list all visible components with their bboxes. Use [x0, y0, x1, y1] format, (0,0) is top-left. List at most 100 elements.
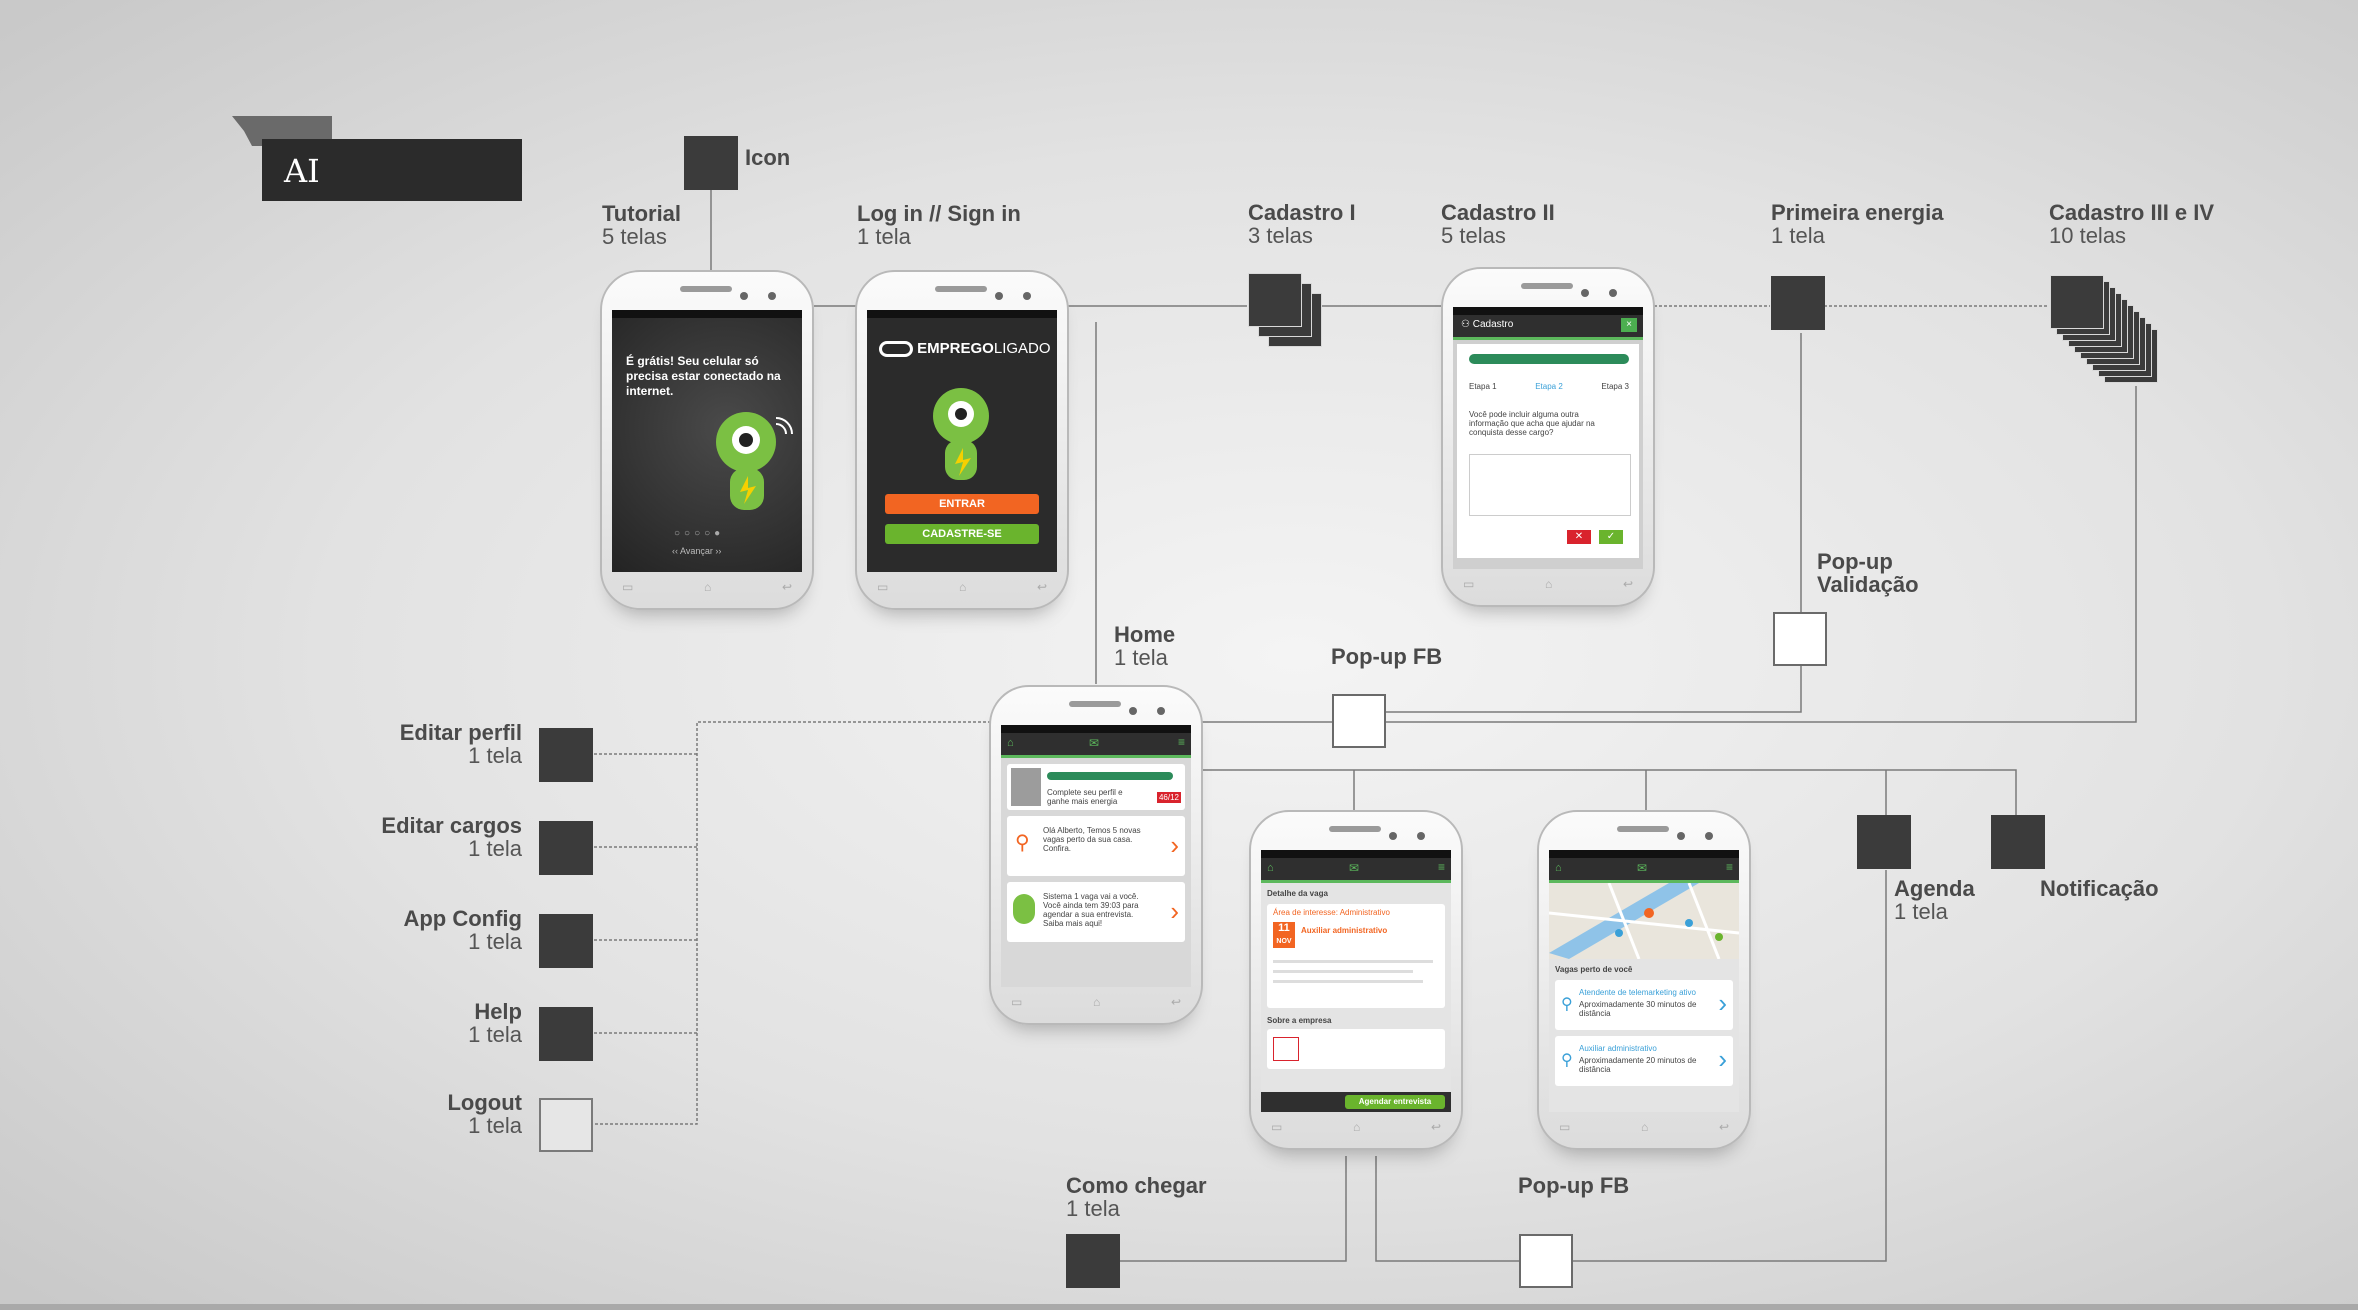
page-title: AI [284, 152, 320, 190]
popup-validacao-node[interactable] [1773, 612, 1827, 666]
popup-fb-top-node[interactable] [1332, 694, 1386, 748]
phone-mapa[interactable]: ⌂ ✉ ≡ Vagas perto de você ⚲ Atendente de… [1537, 810, 1751, 1150]
title-box: AI [262, 139, 522, 201]
interview-card[interactable]: Sistema 1 vaga vai a você. Você ainda te… [1007, 882, 1185, 942]
phone-home[interactable]: ⌂ ✉ ≡ Complete seu perfil e ganhe mais e… [989, 685, 1203, 1025]
connector-cadastro34-home [1386, 386, 2137, 723]
help-node[interactable] [539, 1007, 593, 1061]
jobs-card-text: Olá Alberto, Temos 5 novas vagas perto d… [1043, 826, 1141, 853]
connector-home-right [1201, 769, 2017, 815]
phone-detalhe-vaga[interactable]: ⌂ ✉ ≡ Detalhe da vaga Área de interesse:… [1249, 810, 1463, 1150]
company-logo [1273, 1037, 1299, 1061]
tutorial-nav[interactable]: ‹‹ Avançar ›› [672, 546, 722, 556]
como-chegar-node[interactable] [1066, 1234, 1120, 1288]
energy-badge: 46/12 [1156, 792, 1181, 803]
pin-icon: ⚲ [1015, 832, 1030, 854]
map-view[interactable] [1549, 883, 1739, 959]
connector-popupfb-bottom [1375, 1156, 1519, 1262]
home-icon[interactable]: ⌂ [1267, 862, 1274, 874]
interview-card-text: Sistema 1 vaga vai a você. Você ainda te… [1043, 892, 1139, 928]
detalhe-header: Detalhe da vaga [1267, 889, 1328, 898]
chevron-right-icon: › [1170, 896, 1179, 926]
home-icon[interactable]: ⌂ [1555, 862, 1562, 874]
home-appbar: ⌂ ✉ ≡ [1001, 733, 1191, 758]
agenda-node[interactable] [1857, 815, 1911, 869]
pin-icon: ⚲ [1561, 996, 1573, 1013]
connector-validacao-popupfb [1386, 666, 1802, 713]
company-section-title: Sobre a empresa [1267, 1016, 1332, 1025]
profile-card[interactable]: Complete seu perfil e ganhe mais energia… [1007, 764, 1185, 810]
avatar [1011, 768, 1041, 806]
icon-label: Icon [745, 145, 791, 170]
answer-textarea[interactable] [1469, 454, 1631, 516]
popup-fb-bottom-node[interactable] [1519, 1234, 1573, 1288]
phone-login[interactable]: EMPREGOLIGADO ENTRAR CADASTRE-SE ▭⌂↩ [855, 270, 1069, 610]
nearby-job-1[interactable]: ⚲ Atendente de telemarketing ativo Aprox… [1555, 980, 1733, 1030]
cadastro1-stack[interactable] [1248, 273, 1322, 347]
profile-text: Complete seu perfil e ganhe mais energia [1047, 788, 1123, 806]
menu-icon[interactable]: ≡ [1725, 860, 1733, 874]
cadastre-se-button[interactable]: CADASTRE-SE [885, 524, 1039, 544]
notificacao-node[interactable] [1991, 815, 2045, 869]
energy-bar [1047, 772, 1173, 780]
pin-icon: ⚲ [1561, 1052, 1573, 1069]
energy-bar [1469, 354, 1629, 364]
icon-node[interactable] [684, 136, 738, 190]
mapa-appbar: ⌂ ✉ ≡ [1549, 858, 1739, 883]
jobs-card[interactable]: ⚲ Olá Alberto, Temos 5 novas vagas perto… [1007, 816, 1185, 876]
close-icon[interactable]: × [1621, 318, 1637, 332]
brand-logo: EMPREGOLIGADO [879, 340, 1051, 358]
app-config-node[interactable] [539, 914, 593, 968]
chevron-right-icon: › [1718, 1044, 1727, 1074]
user-icon: ⚇ Cadastro [1461, 319, 1514, 330]
popup-fb-bottom-label: Pop-up FB [1518, 1173, 1630, 1198]
tutorial-text: É grátis! Seu celular só precisa estar c… [626, 354, 781, 398]
nearby-job-2[interactable]: ⚲ Auxiliar administrativo Aproximadament… [1555, 1036, 1733, 1086]
entrar-button[interactable]: ENTRAR [885, 494, 1039, 514]
detalhe-appbar: ⌂ ✉ ≡ [1261, 858, 1451, 883]
home-icon[interactable]: ⌂ [1007, 737, 1014, 749]
editar-perfil-node[interactable] [539, 728, 593, 782]
connector-home-menu [594, 721, 991, 1125]
editar-cargos-node[interactable] [539, 821, 593, 875]
message-icon[interactable]: ✉ [1089, 736, 1100, 750]
cancel-button[interactable]: ✕ [1567, 530, 1591, 544]
message-icon[interactable]: ✉ [1349, 861, 1360, 875]
agendar-entrevista-button[interactable]: Agendar entrevista [1345, 1095, 1445, 1109]
logout-node[interactable] [539, 1098, 593, 1152]
menu-icon[interactable]: ≡ [1437, 860, 1445, 874]
mascot-icon [1013, 894, 1035, 924]
page-dots: ○○○○● [674, 528, 725, 539]
cadastro34-stack[interactable] [2050, 275, 2158, 383]
mascot-icon [716, 412, 793, 510]
message-icon[interactable]: ✉ [1637, 861, 1648, 875]
menu-icon[interactable]: ≡ [1177, 735, 1185, 749]
bottom-bar [0, 1304, 2358, 1310]
chevron-right-icon: › [1170, 830, 1179, 860]
chevron-right-icon: › [1718, 988, 1727, 1018]
notificacao-label: Notificação [2040, 876, 2159, 901]
confirm-button[interactable]: ✓ [1599, 530, 1623, 544]
cadastro-header: ⚇ Cadastro × [1453, 315, 1643, 340]
company-card [1267, 1029, 1445, 1069]
phone-tutorial[interactable]: É grátis! Seu celular só precisa estar c… [600, 270, 814, 610]
primeira-energia-node[interactable] [1771, 276, 1825, 330]
